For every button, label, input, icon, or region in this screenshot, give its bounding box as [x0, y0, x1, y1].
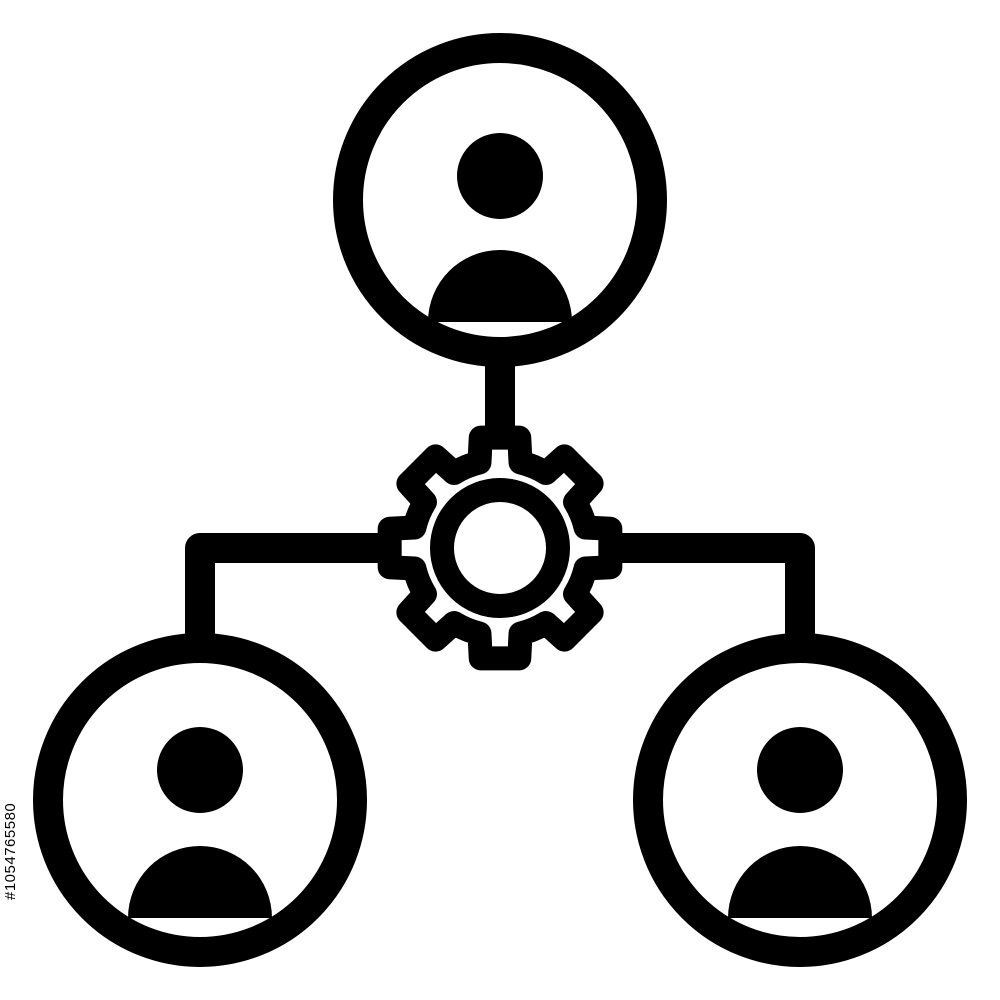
user-right-body-icon [728, 846, 872, 918]
gear-icon [377, 425, 623, 671]
connector-lines [185, 360, 815, 640]
user-left-body-icon [128, 846, 272, 918]
user-top-body-icon [428, 250, 572, 322]
gear-outline [377, 425, 623, 671]
user-right-head-icon [757, 727, 843, 813]
user-top [333, 33, 667, 367]
user-left-ring [33, 633, 367, 967]
connector-left [185, 533, 382, 640]
user-left-head-icon [157, 727, 243, 813]
watermark-id-text: #1054765580 [2, 802, 19, 900]
user-right-ring [633, 633, 967, 967]
user-left [33, 633, 367, 967]
gear-inner-ring [430, 478, 570, 618]
user-right [633, 633, 967, 967]
connector-right [620, 533, 815, 640]
user-top-ring [333, 33, 667, 367]
user-top-head-icon [457, 133, 543, 219]
